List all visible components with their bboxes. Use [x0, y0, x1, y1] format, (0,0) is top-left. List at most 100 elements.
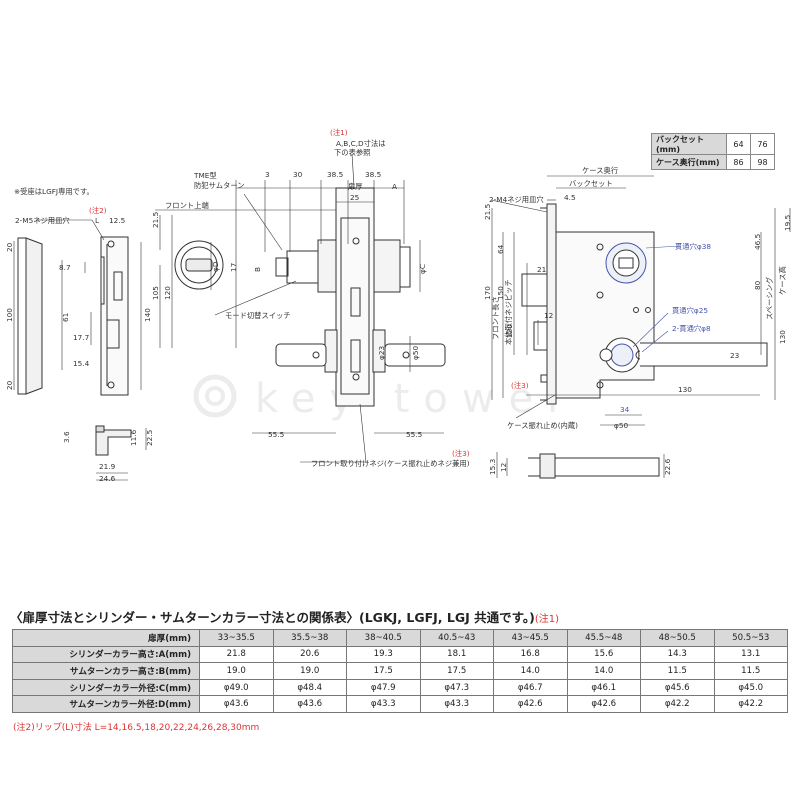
cell: 20.6 — [272, 645, 347, 664]
dim-100: 100 — [5, 308, 14, 322]
dim-61: 61 — [61, 313, 70, 322]
cell: 19.0 — [272, 662, 347, 680]
cell: φ42.2 — [640, 695, 715, 713]
case-depth-label: ケース奥行 — [582, 166, 618, 175]
cell: φ49.0 — [199, 678, 274, 697]
screw-pitch-label: 本体取付ネジピッチ — [504, 279, 513, 345]
tme-label-1: TME型 — [193, 171, 217, 180]
tme-label-2: 防犯サムターン — [194, 181, 245, 190]
backset-table: バックセット(mm) 64 76 ケース奥行(mm) 86 98 — [651, 133, 775, 170]
cell: 13.1 — [713, 645, 788, 664]
cell: 17.5 — [419, 662, 494, 680]
lock-case-labels: ケース奥行 バックセット 2-M4ネジ用皿穴 4.5 貫通穴φ38 貫通穴φ25… — [483, 166, 792, 475]
dim-phi-50b: φ50 — [614, 421, 628, 430]
dim-22-6: 22.6 — [663, 458, 672, 475]
case-height-label: ケース高 — [778, 266, 787, 295]
row-label: シリンダーカラー外径:C(mm) — [12, 678, 200, 697]
dim-20a: 20 — [5, 242, 14, 252]
cell: 64 — [726, 133, 751, 155]
row-label: シリンダーカラー高さ:A(mm) — [12, 645, 200, 664]
dim-A: A — [392, 182, 397, 191]
dim-phi-23: φ23 — [377, 346, 386, 360]
cell: φ47.9 — [346, 678, 421, 697]
cell: φ42.6 — [566, 695, 641, 713]
table-row: サムターンカラー外径:D(mm) φ43.6 φ43.6 φ43.3 φ43.3… — [12, 695, 788, 713]
cell: 19.0 — [199, 662, 274, 680]
dim-120: 120 — [163, 286, 172, 300]
door-thickness-label: 扉厚 — [348, 182, 363, 191]
cell: φ42.2 — [713, 695, 788, 713]
note3-tag: (注3) — [452, 449, 470, 458]
cell: 16.8 — [493, 645, 568, 664]
dim-130v: 130 — [778, 330, 787, 344]
table-row: バックセット(mm) 64 76 — [651, 133, 775, 155]
cell: φ45.6 — [640, 678, 715, 697]
note1-line1: A,B,C,D寸法は — [336, 139, 386, 148]
dim-46-5: 46.5 — [753, 234, 762, 250]
dim-19-5: 19.5 — [783, 215, 792, 231]
cell: φ43.3 — [419, 695, 494, 713]
note2-tag: (注2) — [89, 206, 107, 215]
dim-25: 25 — [350, 193, 359, 202]
dim-55-5a: 55.5 — [268, 430, 284, 439]
dim-phi-50: φ50 — [411, 346, 420, 360]
dim-30: 30 — [293, 170, 303, 179]
cell: φ47.3 — [419, 678, 494, 697]
column-header: 43~45.5 — [493, 629, 568, 647]
dim-34: 34 — [620, 405, 630, 414]
front-length-label: フロント長さ — [491, 296, 500, 340]
through-hole-8: 2-貫通穴φ8 — [672, 324, 711, 333]
row-label: ケース奥行(mm) — [651, 154, 727, 170]
dim-21-5: 21.5 — [151, 212, 160, 228]
column-header: 35.5~38 — [272, 629, 347, 647]
cell: 11.5 — [640, 662, 715, 680]
dim-140: 140 — [143, 308, 152, 322]
relation-title-note: (注1) — [534, 614, 560, 625]
dim-38-5b: 38.5 — [365, 170, 381, 179]
lock-front-labels: (注1) A,B,C,D寸法は 下の表参照 TME型 防犯サムターン 3 30 … — [151, 128, 470, 468]
cell: φ45.0 — [713, 678, 788, 697]
dim-22-5: 22.5 — [145, 430, 154, 446]
cell: 17.5 — [346, 662, 421, 680]
relation-title-text: 〈扉厚寸法とシリンダー・サムターンカラー寸法との関係表〉(LGKJ, LGFJ,… — [10, 610, 535, 625]
note1-tag: (注1) — [330, 128, 348, 137]
note1-line2: 下の表参照 — [334, 148, 370, 157]
row-label: バックセット(mm) — [651, 133, 727, 155]
strike-plate-labels: ※受座はLGFJ専用です。 (注2) 2-M5ネジ用皿穴 L 12.5 8.7 … — [5, 187, 154, 483]
watermark-text: key tower — [255, 376, 578, 422]
dim-phi-C: φC — [418, 264, 427, 274]
watermark: key tower — [193, 374, 578, 422]
cell: 19.3 — [346, 645, 421, 664]
table-row: シリンダーカラー高さ:A(mm) 21.8 20.6 19.3 18.1 16.… — [12, 645, 788, 664]
dim-23: 23 — [730, 351, 740, 360]
relation-table: 扉厚(mm) 33~35.5 35.5~38 38~40.5 40.5~43 4… — [12, 629, 788, 713]
table-row: サムターンカラー高さ:B(mm) 19.0 19.0 17.5 17.5 14.… — [12, 662, 788, 680]
cell: φ43.6 — [272, 695, 347, 713]
cell: 21.8 — [199, 645, 274, 664]
dim-64: 64 — [496, 244, 505, 254]
lip-dimension-note: (注2)リップ(L)寸法 L=14,16.5,18,20,22,24,26,28… — [13, 723, 260, 733]
dim-17: 17 — [229, 262, 238, 272]
header-label: 扉厚(mm) — [12, 629, 200, 647]
dim-120r: 120 — [505, 324, 514, 338]
cell: φ43.6 — [199, 695, 274, 713]
dim-130h: 130 — [678, 385, 692, 394]
cell: 14.0 — [493, 662, 568, 680]
cell: 76 — [750, 133, 775, 155]
front-top-label: フロント上端 — [165, 201, 209, 210]
note3-case-tag: (注3) — [511, 381, 529, 390]
cell: φ46.1 — [566, 678, 641, 697]
table-header-row: 扉厚(mm) 33~35.5 35.5~38 38~40.5 40.5~43 4… — [12, 629, 788, 647]
cell: 11.5 — [713, 662, 788, 680]
column-header: 45.5~48 — [566, 629, 641, 647]
dim-24-6: 24.6 — [99, 474, 116, 483]
dim-8-7: 8.7 — [59, 263, 71, 272]
table-row: ケース奥行(mm) 86 98 — [651, 154, 775, 170]
cell: 14.3 — [640, 645, 715, 664]
dim-170: 170 — [483, 286, 492, 300]
column-header: 40.5~43 — [419, 629, 494, 647]
dim-21: 21 — [537, 265, 546, 274]
cell: φ43.3 — [346, 695, 421, 713]
m5-screw-label: 2-M5ネジ用皿穴 — [15, 216, 70, 225]
cell: φ46.7 — [493, 678, 568, 697]
